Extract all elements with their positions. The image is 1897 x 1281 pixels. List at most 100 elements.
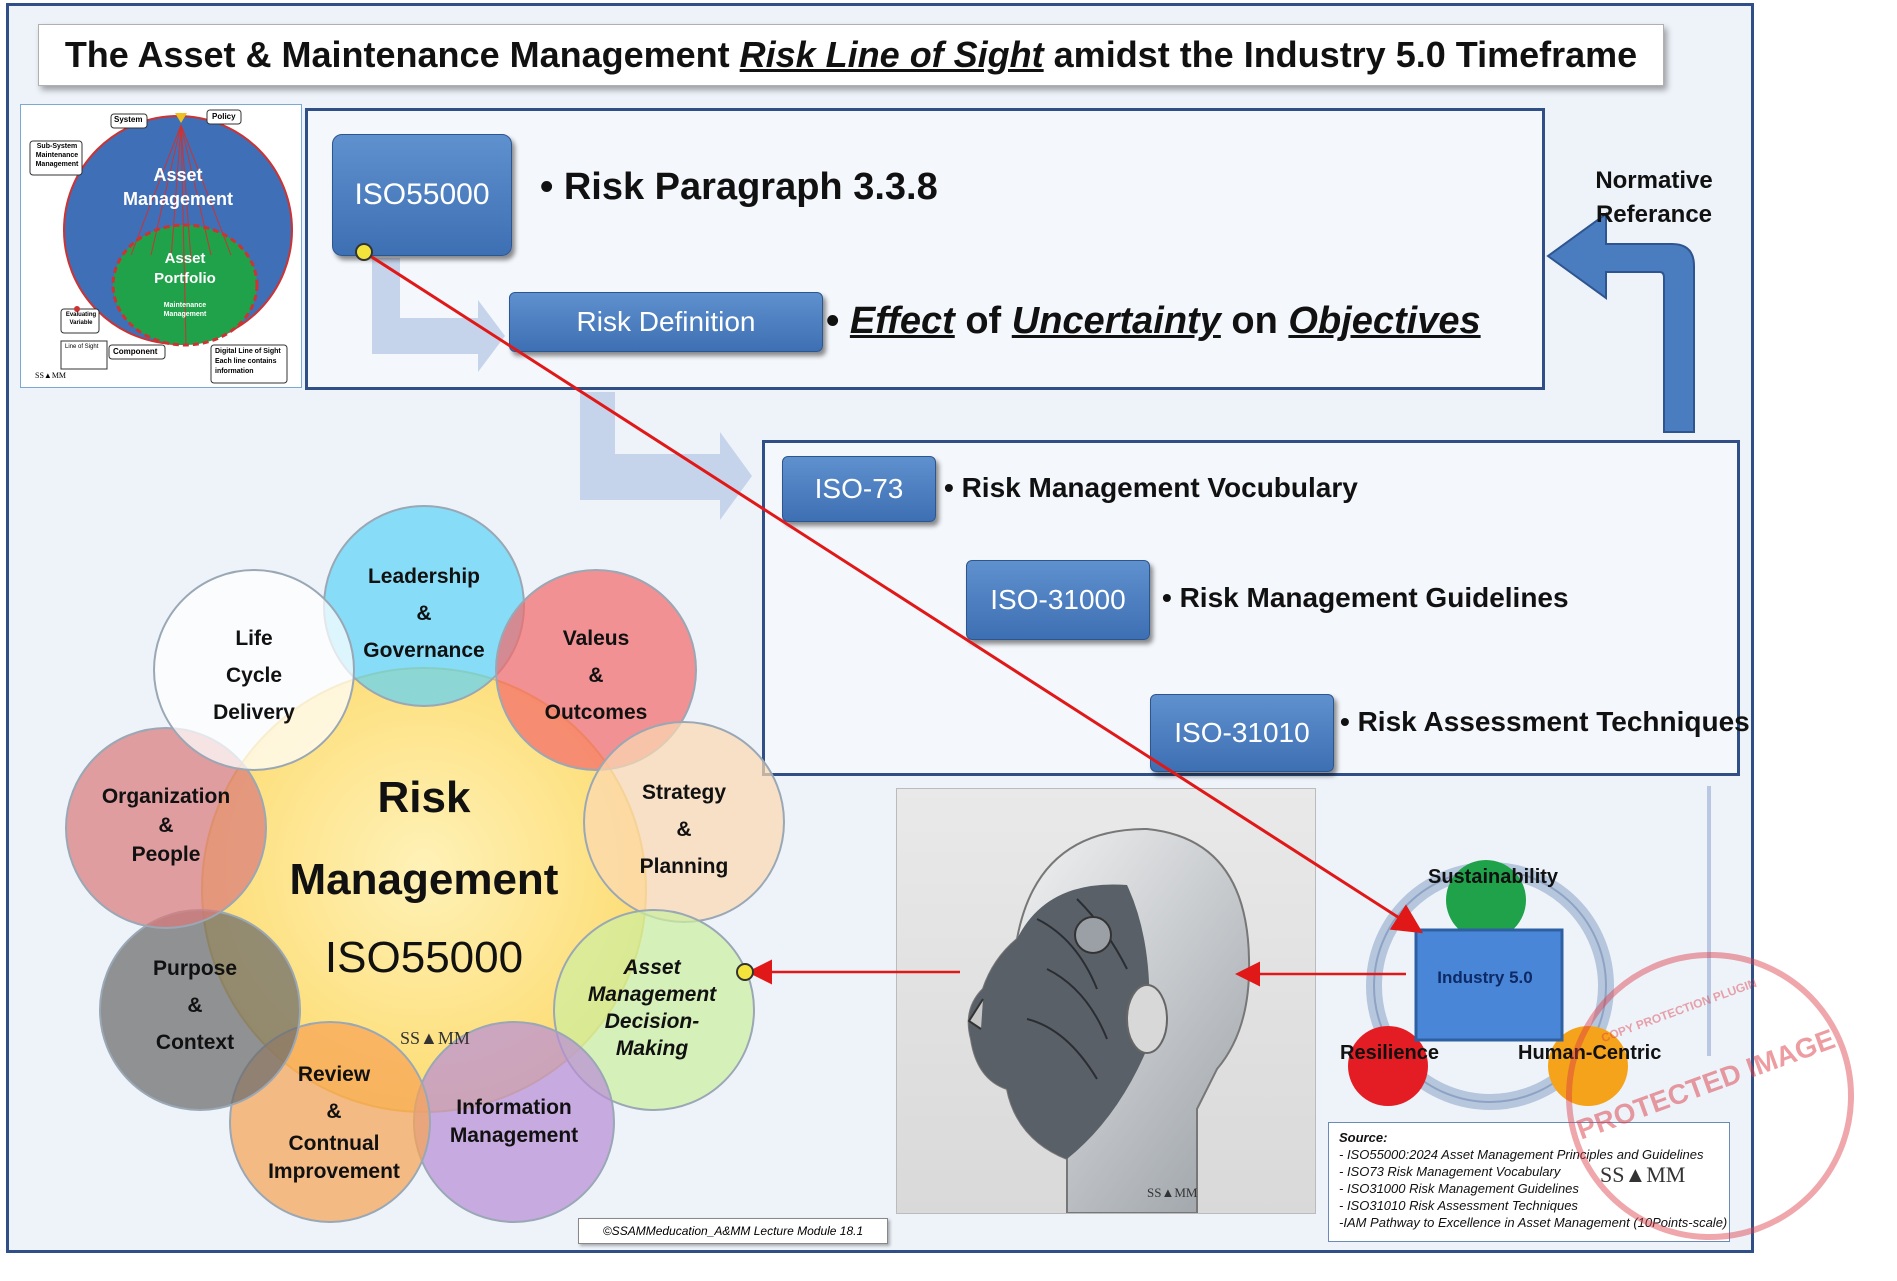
ai-image-logo: SS▲MM xyxy=(1147,1185,1198,1200)
sustainability-label: Sustainability xyxy=(1428,866,1559,888)
source-heading: Source: xyxy=(1339,1130,1388,1145)
values-l1: Valeus xyxy=(562,627,630,650)
risk-management-center-text: Risk Management ISO55000 xyxy=(254,766,594,986)
industry-center-box xyxy=(1414,928,1564,1042)
information-l1: Information xyxy=(456,1096,572,1119)
purpose-l3: Context xyxy=(155,1031,235,1054)
human-centric-label: Human-Centric xyxy=(1518,1042,1662,1064)
source-line-1: - ISO55000:2024 Asset Management Princip… xyxy=(1339,1147,1704,1162)
thumb-logo: SS▲MM xyxy=(35,371,67,380)
label-information: Information Management xyxy=(434,1094,594,1150)
thumb-digital-los-label: Digital Line of Sight Each line contains… xyxy=(215,348,281,375)
decision-l4: Making xyxy=(615,1037,689,1060)
label-purpose: Purpose & Context xyxy=(115,950,275,1061)
thumb-line-of-sight-label: Line of Sight xyxy=(65,344,99,350)
title-part1: The Asset & Maintenance Management xyxy=(64,34,730,75)
review-l2: & xyxy=(326,1100,342,1123)
iso-31000-button[interactable]: ISO-31000 xyxy=(966,560,1150,640)
values-l3: Outcomes xyxy=(544,701,648,724)
label-strategy: Strategy & Planning xyxy=(604,774,764,885)
lifecycle-l2: Cycle xyxy=(225,664,283,687)
thumbnail-graphic xyxy=(29,109,293,384)
thumb-evaluating-label: Evaluating Variable xyxy=(65,312,97,326)
source-logo: SS▲MM xyxy=(1600,1162,1686,1187)
iso-73-text: • Risk Management Vocubulary xyxy=(944,472,1358,503)
review-l3: Contnual xyxy=(288,1132,380,1155)
def-effect: Effect xyxy=(849,300,955,342)
thumb-policy-label: Policy xyxy=(212,112,236,121)
ai-head-image: SS▲MM xyxy=(896,788,1316,1214)
iso-31010-text: • Risk Assessment Techniques xyxy=(1340,706,1750,737)
normative-line2: Referance xyxy=(1595,201,1713,228)
petal-lifecycle xyxy=(153,569,355,771)
thumb-system-label: System xyxy=(114,115,143,124)
review-l4: Improvement xyxy=(268,1160,400,1183)
label-leadership: Leadership & Governance xyxy=(344,558,504,669)
purpose-l1: Purpose xyxy=(152,957,238,980)
thumb-asset-portfolio-label: Asset Portfolio xyxy=(154,250,216,287)
sustainability-circle xyxy=(1446,860,1526,940)
source-line-4: - ISO31010 Risk Assessment Techniques xyxy=(1339,1198,1578,1213)
normative-reference-label: Normative Referance xyxy=(1580,164,1728,232)
values-l2: & xyxy=(588,664,604,687)
lifecycle-l3: Delivery xyxy=(213,701,295,724)
def-uncertainty: Uncertainty xyxy=(1011,300,1221,342)
resilience-label: Resilience xyxy=(1340,1042,1439,1064)
leadership-l3: Governance xyxy=(363,639,485,662)
purpose-l2: & xyxy=(187,994,203,1017)
center-management: Management xyxy=(289,855,559,904)
lifecycle-l1: Life xyxy=(235,627,273,650)
normative-reference-arrow xyxy=(1546,212,1695,433)
risk-definition-text: • Effect of Uncertainty on Objectives xyxy=(826,300,1481,343)
source-line-3: - ISO31000 Risk Management Guidelines xyxy=(1339,1181,1579,1196)
label-decision: Asset Management Decision- Making xyxy=(572,954,732,1062)
source-line-5: -IAM Pathway to Excellence in Asset Mana… xyxy=(1339,1215,1728,1230)
review-l1: Review xyxy=(297,1063,371,1086)
right-connector xyxy=(1707,786,1711,1056)
organization-l2: & xyxy=(158,814,174,837)
iso55000-button[interactable]: ISO55000 xyxy=(332,134,512,256)
ai-head-graphic xyxy=(967,827,1251,1213)
thumb-component-label: Component xyxy=(113,347,158,356)
label-review: Review & Contnual Improvement xyxy=(254,1056,414,1186)
strategy-l2: & xyxy=(676,818,692,841)
leadership-l1: Leadership xyxy=(367,565,481,588)
copyright-label: ©SSAMMeducation_A&MM Lecture Module 18.1 xyxy=(578,1218,888,1244)
organization-l3: People xyxy=(131,843,201,866)
leadership-l2: & xyxy=(416,602,432,625)
source-line-2: - ISO73 Risk Management Vocabulary xyxy=(1339,1164,1561,1179)
industry-5-diagram xyxy=(1348,860,1628,1110)
strategy-l1: Strategy xyxy=(641,781,727,804)
information-l2: Management xyxy=(449,1124,579,1147)
iso-31010-button[interactable]: ISO-31010 xyxy=(1150,694,1334,772)
title-emphasis: Risk Line of Sight xyxy=(739,34,1044,75)
source-box: Source: - ISO55000:2024 Asset Management… xyxy=(1328,1122,1730,1242)
thumb-subsystem-label: Sub-System Maintenance Management xyxy=(35,143,79,168)
center-risk: Risk xyxy=(377,773,471,822)
wheel-logo: SS▲MM xyxy=(400,1028,470,1048)
line-of-sight-thumbnail: System Policy Sub-System Maintenance Man… xyxy=(20,104,302,388)
title-part2: amidst the Industry 5.0 Timeframe xyxy=(1053,34,1638,75)
def-on: on xyxy=(1231,300,1278,342)
resilience-circle xyxy=(1348,1026,1428,1106)
center-iso: ISO55000 xyxy=(324,933,524,982)
page-title: The Asset & Maintenance Management Risk … xyxy=(38,24,1664,86)
def-of: of xyxy=(965,300,1002,342)
human-centric-circle xyxy=(1548,1026,1628,1106)
risk-definition-button[interactable]: Risk Definition xyxy=(509,292,823,352)
label-lifecycle: Life Cycle Delivery xyxy=(174,620,334,731)
petal-organization xyxy=(65,727,267,929)
petal-review xyxy=(229,1021,431,1223)
thumb-maintenance-label: Maintenance Management xyxy=(163,302,207,318)
label-values: Valeus & Outcomes xyxy=(516,620,676,731)
organization-l1: Organization xyxy=(101,785,231,808)
def-bullet: • xyxy=(826,300,840,342)
iso-31000-text: • Risk Management Guidelines xyxy=(1162,582,1569,613)
decision-l1: Asset xyxy=(623,956,681,979)
decision-l3: Decision- xyxy=(604,1010,700,1033)
decision-l2: Management xyxy=(587,983,717,1006)
label-organization: Organization & People xyxy=(86,782,246,869)
normative-line1: Normative xyxy=(1595,167,1713,194)
risk-paragraph-text: • Risk Paragraph 3.3.8 xyxy=(540,166,938,208)
thumb-asset-management-label: Asset Management xyxy=(122,165,234,209)
